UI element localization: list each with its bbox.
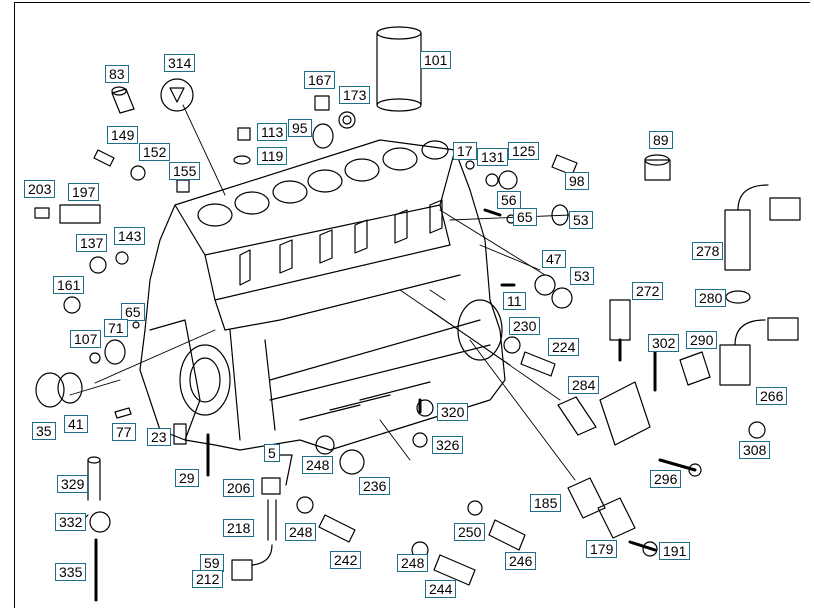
part-label-203[interactable]: 203 <box>24 180 56 198</box>
part-label-197[interactable]: 197 <box>68 183 100 201</box>
part-label-266[interactable]: 266 <box>756 387 788 405</box>
part-label-41[interactable]: 41 <box>64 415 88 433</box>
part-label-272[interactable]: 272 <box>632 282 664 300</box>
leader-lines <box>69 104 576 481</box>
part-label-98[interactable]: 98 <box>565 172 589 190</box>
part-label-236[interactable]: 236 <box>359 477 391 495</box>
part-label-125[interactable]: 125 <box>508 142 540 160</box>
part-label-173[interactable]: 173 <box>339 86 371 104</box>
part-label-35[interactable]: 35 <box>32 422 56 440</box>
part-label-326[interactable]: 326 <box>432 436 464 454</box>
diagram-frame <box>14 2 810 608</box>
part-label-155[interactable]: 155 <box>169 162 201 180</box>
part-label-131[interactable]: 131 <box>477 148 509 166</box>
part-label-89[interactable]: 89 <box>649 131 673 149</box>
part-label-248c[interactable]: 248 <box>397 554 429 572</box>
part-label-230[interactable]: 230 <box>509 317 541 335</box>
small-parts <box>34 78 801 602</box>
part-label-29[interactable]: 29 <box>175 469 199 487</box>
part-label-161[interactable]: 161 <box>53 276 85 294</box>
part-label-119[interactable]: 119 <box>257 147 288 165</box>
part-label-23[interactable]: 23 <box>147 428 171 446</box>
part-label-290[interactable]: 290 <box>686 331 718 349</box>
part-label-65[interactable]: 65 <box>513 208 537 226</box>
part-label-101[interactable]: 101 <box>420 51 452 69</box>
part-label-95[interactable]: 95 <box>288 119 312 137</box>
part-label-179[interactable]: 179 <box>586 540 618 558</box>
part-label-65b[interactable]: 65 <box>121 303 145 321</box>
part-label-248b[interactable]: 248 <box>285 523 317 541</box>
part-label-244[interactable]: 244 <box>425 580 457 598</box>
part-label-329[interactable]: 329 <box>57 475 89 493</box>
part-label-206[interactable]: 206 <box>223 479 255 497</box>
part-label-335[interactable]: 335 <box>55 563 87 581</box>
part-label-191[interactable]: 191 <box>659 542 691 560</box>
part-label-77[interactable]: 77 <box>112 423 136 441</box>
cylinder-liner <box>376 26 422 112</box>
part-label-250[interactable]: 250 <box>454 523 486 541</box>
part-label-284[interactable]: 284 <box>568 376 600 394</box>
part-label-320[interactable]: 320 <box>437 403 469 421</box>
part-label-278[interactable]: 278 <box>692 242 724 260</box>
part-label-314[interactable]: 314 <box>164 54 196 72</box>
part-label-56[interactable]: 56 <box>497 191 521 209</box>
part-label-224[interactable]: 224 <box>548 338 580 356</box>
part-label-107[interactable]: 107 <box>70 330 102 348</box>
part-label-137[interactable]: 137 <box>76 234 108 252</box>
part-label-17[interactable]: 17 <box>453 142 477 160</box>
part-label-302[interactable]: 302 <box>648 334 680 352</box>
part-label-149[interactable]: 149 <box>107 126 139 144</box>
part-label-11[interactable]: 11 <box>503 292 526 310</box>
part-label-212[interactable]: 212 <box>192 570 224 588</box>
part-label-53[interactable]: 53 <box>569 211 593 229</box>
part-label-113[interactable]: 113 <box>257 123 288 141</box>
part-label-248[interactable]: 248 <box>302 456 334 474</box>
part-label-143[interactable]: 143 <box>114 227 146 245</box>
part-label-83[interactable]: 83 <box>105 65 129 83</box>
part-label-5[interactable]: 5 <box>264 444 280 462</box>
part-label-167[interactable]: 167 <box>304 71 336 89</box>
part-label-280[interactable]: 280 <box>695 289 727 307</box>
part-label-296[interactable]: 296 <box>650 470 682 488</box>
part-label-242[interactable]: 242 <box>330 551 362 569</box>
engine-block <box>139 139 506 451</box>
part-label-185[interactable]: 185 <box>530 494 562 512</box>
part-label-308[interactable]: 308 <box>739 441 771 459</box>
part-label-218[interactable]: 218 <box>223 519 255 537</box>
part-label-332[interactable]: 332 <box>55 513 87 531</box>
part-label-47[interactable]: 47 <box>542 250 566 268</box>
part-label-71[interactable]: 71 <box>104 319 128 337</box>
part-label-53b[interactable]: 53 <box>570 267 594 285</box>
part-label-246[interactable]: 246 <box>505 552 537 570</box>
part-label-152[interactable]: 152 <box>139 143 171 161</box>
